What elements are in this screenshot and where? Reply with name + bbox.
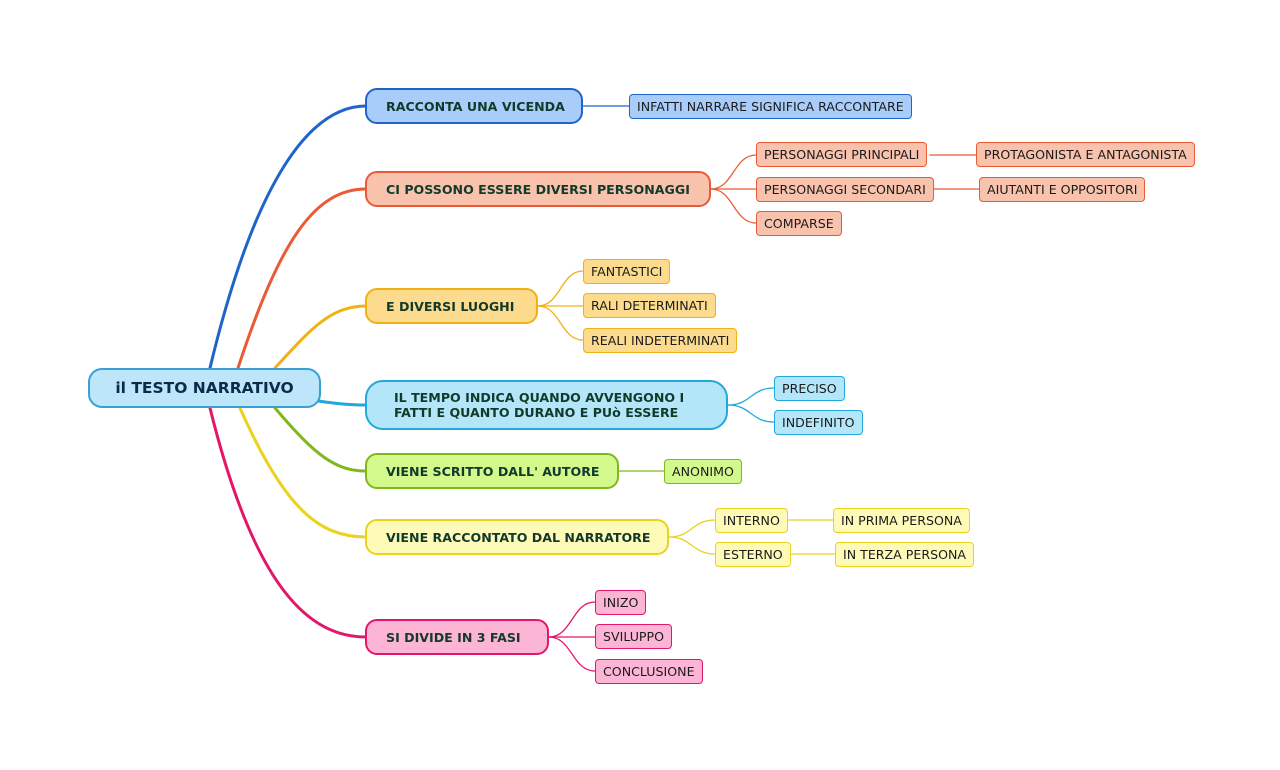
link-narratore-esterno [668,536,716,555]
subtopic-preciso[interactable]: PRECISO [774,376,845,401]
link-root-fasi [208,406,368,639]
subtopic-anonimo[interactable]: ANONIMO [664,459,742,484]
subtopic-esterno[interactable]: ESTERNO [715,542,791,567]
subtopic-personaggi-principali[interactable]: PERSONAGGI PRINCIPALI [756,142,928,167]
topic-tempo[interactable]: IL TEMPO INDICA QUANDO AVVENGONO I FATTI… [365,380,728,430]
subtopic-interno[interactable]: INTERNO [715,508,788,533]
link-fasi-conclusione [548,636,596,672]
subtopic-infatti-narrare[interactable]: INFATTI NARRARE SIGNIFICA RACCONTARE [629,94,912,119]
link-tempo-indefinito [727,404,775,423]
subtopic-sviluppo[interactable]: SVILUPPO [595,624,673,649]
link-root-tempo [316,399,368,407]
subtopic-personaggi-secondari[interactable]: PERSONAGGI SECONDARI [756,177,934,202]
link-personaggi-principali [710,154,757,190]
subtopic-comparse[interactable]: COMPARSE [756,211,842,236]
subtopic-aiutanti-oppositori[interactable]: AIUTANTI E OPPOSITORI [979,177,1146,202]
topic-luoghi[interactable]: E DIVERSI LUOGHI [365,288,538,324]
topic-personaggi[interactable]: CI POSSONO ESSERE DIVERSI PERSONAGGI [365,171,711,207]
link-root-vicenda [208,104,368,370]
topic-racconta-vicenda[interactable]: RACCONTA UNA VICENDA [365,88,583,124]
link-root-autore [273,406,368,473]
link-personaggi-comparse [710,188,757,224]
link-narratore-interno [668,519,716,538]
link-root-narratore [238,406,368,539]
link-luoghi-fantastici [537,270,584,307]
topic-fasi[interactable]: SI DIVIDE IN 3 FASI [365,619,549,655]
subtopic-rali-determinati[interactable]: RALI DETERMINATI [583,293,716,318]
link-luoghi-indeterminati [537,305,584,341]
link-fasi-inizio [548,601,596,638]
topic-autore[interactable]: VIENE SCRITTO DALL' AUTORE [365,453,619,489]
subtopic-prima-persona[interactable]: IN PRIMA PERSONA [833,508,970,533]
link-root-luoghi [273,304,368,370]
subtopic-protagonista-antagonista[interactable]: PROTAGONISTA E ANTAGONISTA [976,142,1195,167]
subtopic-terza-persona[interactable]: IN TERZA PERSONA [835,542,975,567]
subtopic-indefinito[interactable]: INDEFINITO [774,410,863,435]
link-root-personaggi [236,187,368,370]
topic-narratore[interactable]: VIENE RACCONTATO DAL NARRATORE [365,519,669,555]
subtopic-fantastici[interactable]: FANTASTICI [583,259,671,284]
root-topic[interactable]: il TESTO NARRATIVO [88,368,321,408]
subtopic-conclusione[interactable]: CONCLUSIONE [595,659,703,684]
link-tempo-preciso [727,387,775,406]
subtopic-inizio[interactable]: INIZO [595,590,647,615]
subtopic-reali-indeterminati[interactable]: REALI INDETERMINATI [583,328,738,353]
